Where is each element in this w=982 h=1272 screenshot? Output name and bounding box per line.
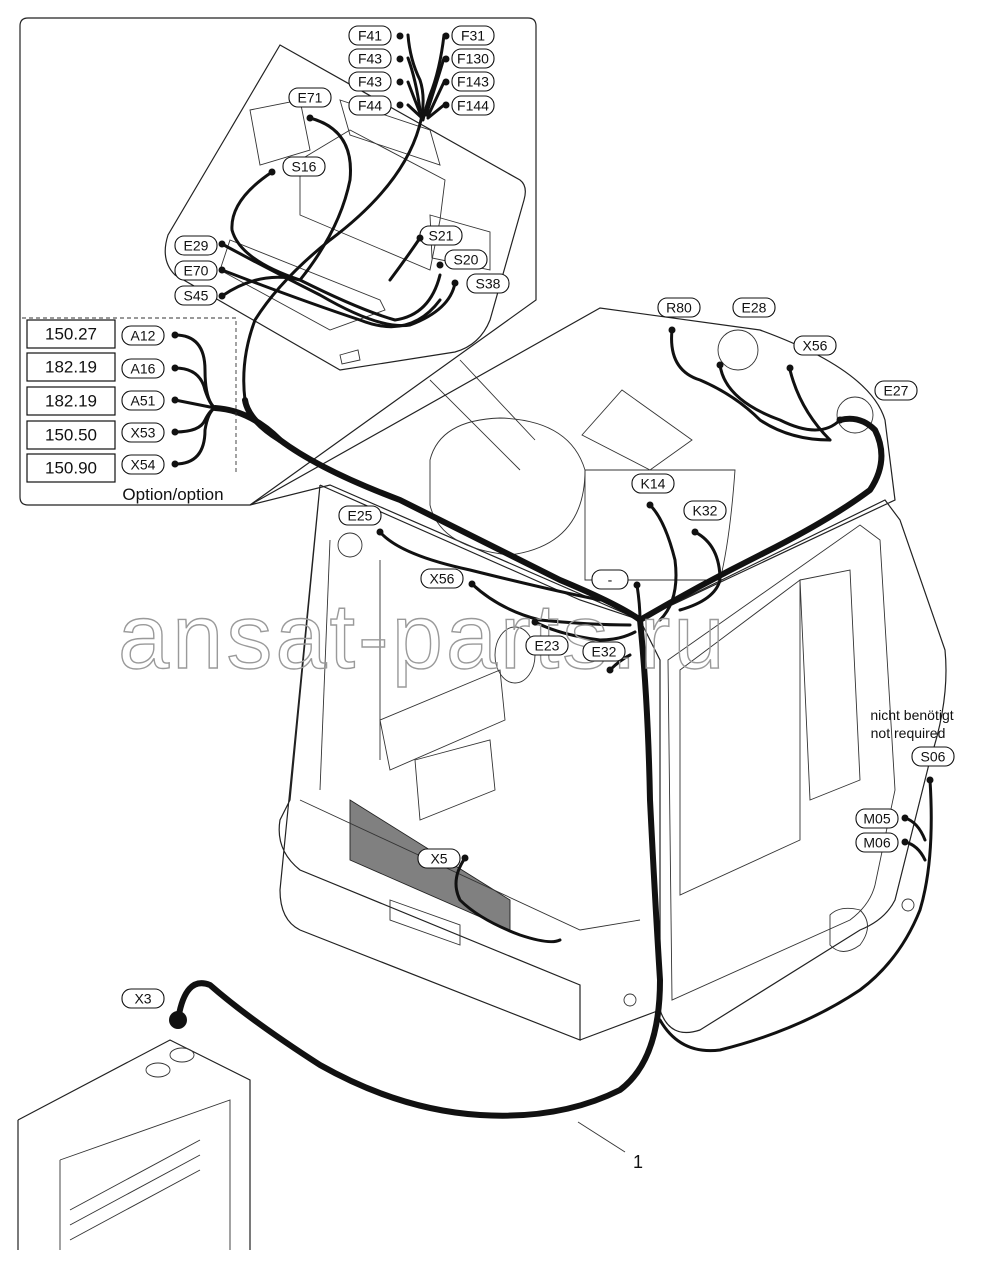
tag-f31: F31 (451, 25, 495, 46)
option-code: 182.19 (45, 358, 97, 377)
watermark-text: ansat-parts.ru (118, 586, 728, 688)
harness-wires (173, 33, 933, 1153)
cab-body (17, 307, 947, 1250)
tag-f143: F143 (451, 71, 495, 92)
svg-text:X56: X56 (430, 571, 455, 587)
svg-text:A51: A51 (131, 393, 156, 409)
svg-text:F44: F44 (358, 98, 382, 114)
tag-s21: S21 (419, 225, 463, 246)
svg-text:E27: E27 (884, 383, 909, 399)
svg-text:E23: E23 (535, 638, 560, 654)
tag-s45: S45 (174, 285, 218, 306)
option-row: 182.19 (26, 386, 116, 416)
tag-f130: F130 (451, 48, 495, 69)
svg-text:X5: X5 (430, 851, 447, 867)
item-number: 1 (633, 1152, 643, 1172)
svg-text:A16: A16 (131, 361, 156, 377)
tag-a16: A16 (121, 358, 165, 379)
svg-text:F41: F41 (358, 28, 382, 44)
option-row: 150.90 (26, 453, 116, 483)
svg-text:K32: K32 (693, 503, 718, 519)
svg-text:F144: F144 (457, 98, 489, 114)
svg-text:S16: S16 (292, 159, 317, 175)
tag-x3: X3 (121, 988, 165, 1009)
tag-a12: A12 (121, 325, 165, 346)
tag-e32: E32 (582, 641, 626, 662)
svg-text:E71: E71 (298, 90, 323, 106)
svg-text:K14: K14 (641, 476, 666, 492)
svg-text:E28: E28 (742, 300, 767, 316)
tag-x56-top: X56 (793, 335, 837, 356)
wire-endpoint-dots (169, 32, 934, 1029)
tag-minus: - (591, 569, 629, 590)
tag-e29: E29 (174, 235, 218, 256)
svg-text:X54: X54 (131, 457, 156, 473)
tag-f43: F43 (348, 48, 392, 69)
tag-e27: E27 (874, 380, 918, 401)
svg-text:M05: M05 (863, 811, 890, 827)
svg-text:X56: X56 (803, 338, 828, 354)
svg-text:A12: A12 (131, 328, 156, 344)
tag-e25: E25 (338, 505, 382, 526)
option-row: 150.27 (26, 319, 116, 349)
tag-k14: K14 (631, 473, 675, 494)
note-not-required-de: nicht benötigt (870, 707, 953, 723)
svg-text:S45: S45 (184, 288, 209, 304)
svg-text:M06: M06 (863, 835, 890, 851)
svg-text:F43: F43 (358, 74, 382, 90)
svg-text:S21: S21 (429, 228, 454, 244)
tag-f44: F44 (348, 95, 392, 116)
svg-text:-: - (608, 572, 613, 588)
option-codes-table: 150.27 182.19 182.19 150.50 150.90 Optio… (22, 317, 237, 504)
tag-e28: E28 (732, 297, 776, 318)
svg-text:X3: X3 (134, 991, 151, 1007)
tag-f43: F43 (348, 71, 392, 92)
tag-f41: F41 (348, 25, 392, 46)
option-row: 150.50 (26, 420, 116, 450)
tag-s20: S20 (444, 249, 488, 270)
note-not-required-en: not required (871, 725, 946, 741)
option-code: 182.19 (45, 392, 97, 411)
svg-text:E29: E29 (184, 238, 209, 254)
tag-e23: E23 (525, 635, 569, 656)
tag-e71: E71 (288, 87, 332, 108)
tag-m05: M05 (855, 808, 899, 829)
tag-m06: M06 (855, 832, 899, 853)
svg-text:R80: R80 (666, 300, 692, 316)
option-code: 150.90 (45, 459, 97, 478)
tag-x54: X54 (121, 454, 165, 475)
svg-text:E25: E25 (348, 508, 373, 524)
tag-s16: S16 (282, 156, 326, 177)
svg-text:E70: E70 (184, 263, 209, 279)
tag-r80: R80 (657, 297, 701, 318)
option-caption: Option/option (122, 485, 223, 504)
tag-x53: X53 (121, 422, 165, 443)
svg-text:F31: F31 (461, 28, 485, 44)
svg-text:F143: F143 (457, 74, 489, 90)
tag-s06: S06 (911, 746, 955, 767)
tag-f144: F144 (451, 95, 495, 116)
svg-text:F130: F130 (457, 51, 489, 67)
tag-x5: X5 (417, 848, 461, 869)
svg-text:S20: S20 (454, 252, 479, 268)
svg-text:S06: S06 (921, 749, 946, 765)
svg-text:X53: X53 (131, 425, 156, 441)
option-row: 182.19 (26, 352, 116, 382)
svg-text:S38: S38 (476, 276, 501, 292)
option-code: 150.50 (45, 426, 97, 445)
svg-text:E32: E32 (592, 644, 617, 660)
svg-text:F43: F43 (358, 51, 382, 67)
tag-k32: K32 (683, 500, 727, 521)
tag-x56-mid: X56 (420, 568, 464, 589)
tag-a51: A51 (121, 390, 165, 411)
tag-s38: S38 (466, 273, 510, 294)
option-code: 150.27 (45, 325, 97, 344)
tag-e70: E70 (174, 260, 218, 281)
inset-detail (19, 17, 537, 506)
